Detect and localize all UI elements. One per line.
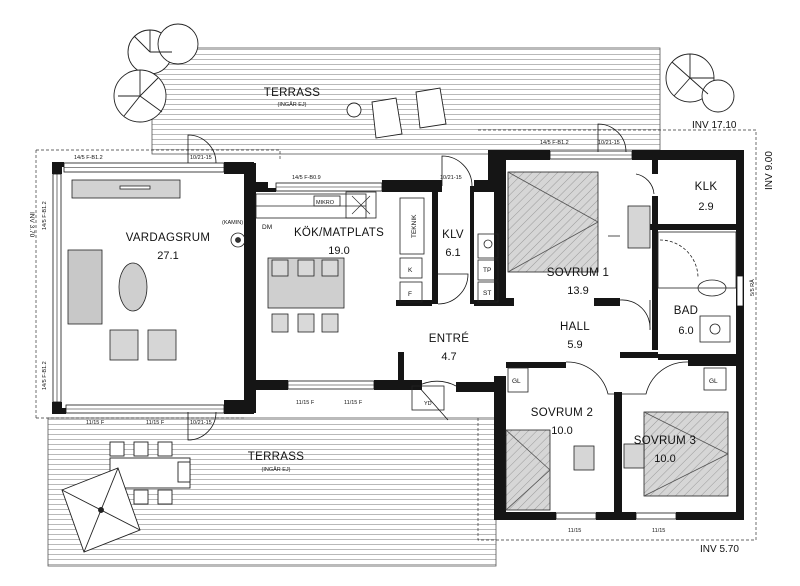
level-right: INV 9.00 <box>764 151 775 190</box>
furniture <box>67 171 737 511</box>
label-ventilation: 5/5 RÅ <box>749 279 756 296</box>
terrace-bottom-name: TERRASS <box>248 451 304 463</box>
opening-w-bottom-d: 11/15 F <box>344 400 363 406</box>
room-name-klv: KLV <box>442 229 464 241</box>
label-teknik: TEKNIK <box>411 214 418 238</box>
label-k: K <box>408 267 413 274</box>
terrace-bottom-note: (INGÅR EJ) <box>261 466 290 473</box>
level-bottom: INV 5.70 <box>700 544 739 555</box>
opening-w-bottom-c: 11/15 F <box>296 400 315 406</box>
label-f: F <box>408 291 412 298</box>
label-tp: TP <box>483 267 491 274</box>
opening-w-bed2: 11/15 <box>568 528 581 534</box>
opening-d-top-mid: 10/21-15 <box>440 175 462 181</box>
opening-w-bottom-a: 11/15 F <box>86 420 105 426</box>
label-yd: YD <box>424 401 432 407</box>
room-name-hall: HALL <box>560 321 590 333</box>
room-name-vardagsrum: VARDAGSRUM <box>126 232 211 244</box>
label-gl-2: GL <box>709 378 718 385</box>
opening-w-left-b: 14/5 F-B1.2 <box>42 361 48 390</box>
room-area-sovrum3: 10.0 <box>654 453 675 465</box>
room-name-kok: KÖK/MATPLATS <box>294 227 384 239</box>
terrace-furniture <box>61 87 447 553</box>
room-name-sovrum3: SOVRUM 3 <box>634 435 696 447</box>
room-name-sovrum2: SOVRUM 2 <box>531 407 593 419</box>
label-st: ST <box>483 290 491 297</box>
level-top: INV 17.10 <box>692 120 737 131</box>
opening-w-left-a: 14/5 F-B1.2 <box>42 201 48 230</box>
terrace-top-name: TERRASS <box>264 87 320 99</box>
room-name-bad: BAD <box>674 305 699 317</box>
room-area-vardagsrum: 27.1 <box>157 250 178 262</box>
room-area-klk: 2.9 <box>698 201 713 213</box>
terrace-top-note: (INGÅR EJ) <box>277 101 306 108</box>
room-name-sovrum1: SOVRUM 1 <box>547 267 609 279</box>
level-left: INV 3.70 <box>28 212 35 238</box>
outline-dashed <box>35 129 757 541</box>
room-area-entre: 4.7 <box>441 351 456 363</box>
opening-w-bottom-b: 11/15 F <box>146 420 165 426</box>
label-dm: DM <box>262 224 272 231</box>
room-area-bad: 6.0 <box>678 325 693 337</box>
opening-d-top-right: 10/21-15 <box>598 140 620 146</box>
walls <box>52 150 744 520</box>
label-kamin: (KAMIN) <box>222 220 243 226</box>
label-mikro: MIKRO <box>316 200 335 206</box>
room-area-hall: 5.9 <box>567 339 582 351</box>
opening-w-bed3: 11/15 <box>652 528 665 534</box>
label-gl-1: GL <box>512 378 521 385</box>
terrace-top <box>151 47 661 155</box>
room-area-sovrum1: 13.9 <box>567 285 588 297</box>
room-area-klv: 6.1 <box>445 247 460 259</box>
room-area-kok: 19.0 <box>328 245 349 257</box>
tree-icons <box>113 23 735 123</box>
opening-w-top-left: 14/5 F-B1.2 <box>74 155 103 161</box>
opening-d-bottom-left: 10/21-15 <box>190 420 212 426</box>
opening-d-top-left: 10/21-15 <box>190 155 212 161</box>
opening-w-top-right: 14/5 F-B1.2 <box>540 140 569 146</box>
room-name-entre: ENTRÉ <box>429 332 470 345</box>
doors <box>187 123 689 441</box>
opening-w-kitchen: 14/5 F-B0.9 <box>292 175 321 181</box>
room-area-sovrum2: 10.0 <box>551 425 572 437</box>
room-name-klk: KLK <box>695 181 718 193</box>
